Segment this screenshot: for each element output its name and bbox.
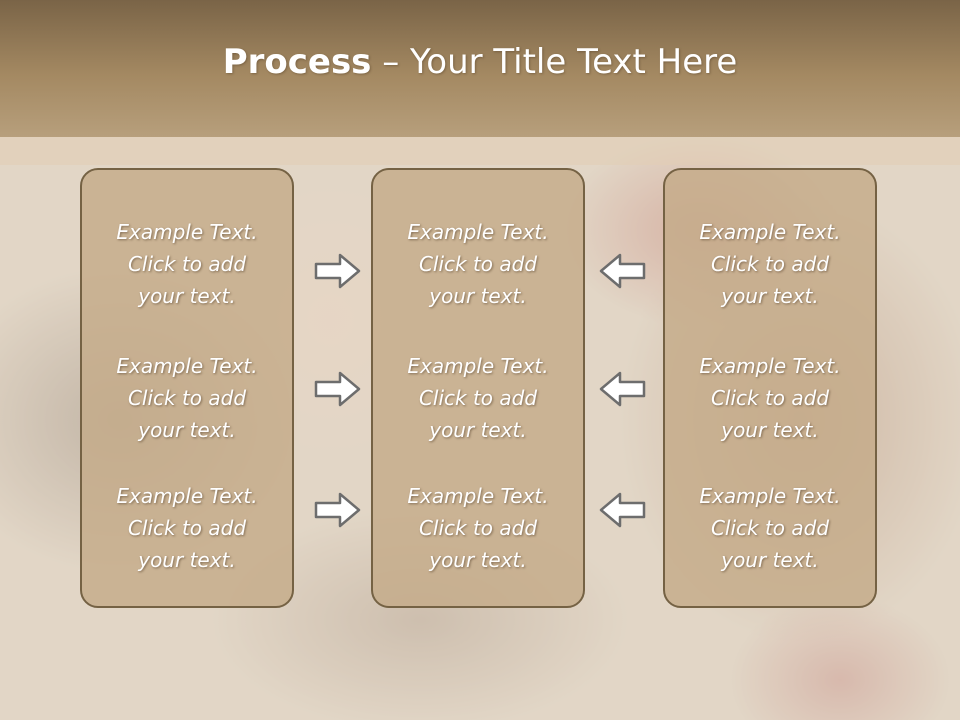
slide-title[interactable]: Process – Your Title Text Here [223, 42, 738, 82]
panel-right-text-2[interactable]: Example Text. Click to add your text. [699, 354, 841, 442]
title-band: Process – Your Title Text Here [0, 0, 960, 137]
title-rest-part: – Your Title Text Here [371, 41, 738, 82]
panel-center[interactable]: Example Text. Click to add your text. Ex… [371, 168, 585, 608]
arrow-right-icon [314, 492, 361, 528]
panel-center-text-1[interactable]: Example Text. Click to add your text. [407, 220, 549, 308]
arrow-left-icon [599, 492, 646, 528]
arrow-right-icon [314, 253, 361, 289]
panel-center-text-2[interactable]: Example Text. Click to add your text. [407, 354, 549, 442]
panel-left-text-3[interactable]: Example Text. Click to add your text. [116, 484, 258, 572]
panel-left-text-1[interactable]: Example Text. Click to add your text. [116, 220, 258, 308]
panel-center-text-3[interactable]: Example Text. Click to add your text. [407, 484, 549, 572]
arrow-right-icon [314, 371, 361, 407]
panel-left-text-2[interactable]: Example Text. Click to add your text. [116, 354, 258, 442]
panel-right-text-1[interactable]: Example Text. Click to add your text. [699, 220, 841, 308]
arrow-left-icon [599, 371, 646, 407]
panel-left[interactable]: Example Text. Click to add your text. Ex… [80, 168, 294, 608]
title-bold-part: Process [222, 41, 372, 82]
panel-right[interactable]: Example Text. Click to add your text. Ex… [663, 168, 877, 608]
arrow-left-icon [599, 253, 646, 289]
panel-right-text-3[interactable]: Example Text. Click to add your text. [699, 484, 841, 572]
title-band-strip [0, 137, 960, 165]
